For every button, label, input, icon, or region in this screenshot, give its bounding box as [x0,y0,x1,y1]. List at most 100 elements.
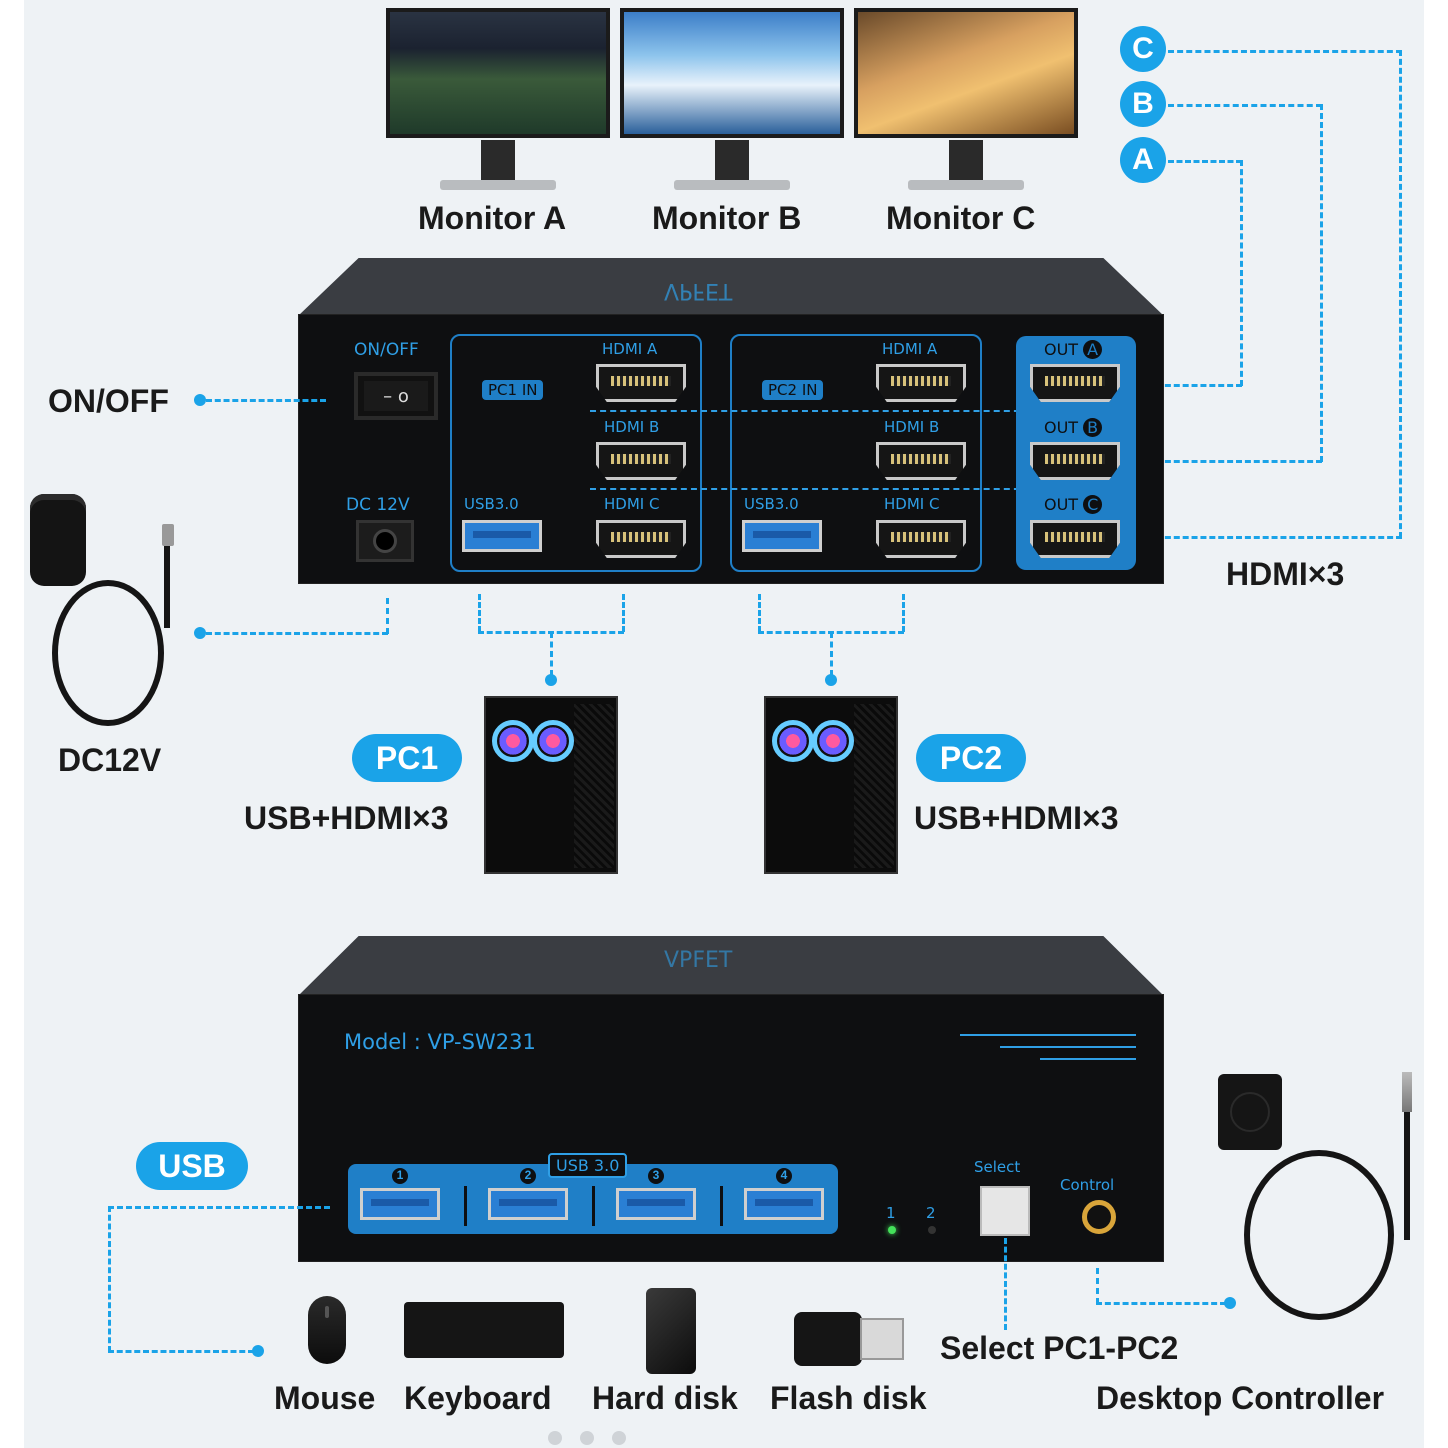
output-c-marker: C [1120,26,1166,72]
out-b-port[interactable] [1030,442,1120,480]
pc1-usb-port[interactable] [462,520,542,552]
route-c-side [1399,50,1402,538]
out-a-label: OUT A [1044,340,1103,359]
control-callout-riser [1096,1268,1099,1304]
front-onoff-label: ON/OFF [354,340,419,360]
usb-divider-3 [720,1186,723,1226]
select-callout-line [1004,1238,1007,1330]
pc1-hdmi-c-port[interactable] [596,520,686,558]
out-c-label: OUT C [1044,495,1103,514]
control-label: Control [1060,1176,1115,1194]
pc1-fan-mid [532,720,574,762]
pc2-hdmi-b-label: HDMI B [884,418,940,436]
hdmi-x3-callout: HDMI×3 [1226,556,1345,592]
select-button[interactable] [980,1186,1030,1236]
control-callout-line [1096,1302,1226,1305]
usb-port-2-number: 2 [520,1168,536,1184]
pc1-hdmi-b-port[interactable] [596,442,686,480]
pc1-bracket-right [622,594,625,632]
pc1-hdmi-a-port[interactable] [596,364,686,402]
select-label: Select [974,1158,1021,1176]
product-diagram: Monitor A Monitor B Monitor C C B A VPFE… [24,0,1424,1448]
dc-callout-riser [386,598,389,634]
monitor-b-label: Monitor B [652,200,802,236]
pc2-bracket-right [902,594,905,632]
kvm-back-top-surface [298,936,1164,996]
pc2-hdmi-b-port[interactable] [876,442,966,480]
control-jack[interactable] [1082,1200,1116,1234]
control-callout-dot [1224,1297,1236,1309]
carousel-dot-1[interactable] [548,1431,562,1445]
dc-callout-line [206,632,388,635]
pc1-input-panel [450,334,702,572]
out-b-label: OUT B [1044,418,1103,437]
pc1-bracket-stem [550,632,553,676]
out-c-text: OUT [1044,495,1079,514]
controller-cable-loop [1244,1150,1394,1320]
usb-port-3[interactable] [616,1188,696,1220]
keyboard-icon [404,1302,564,1358]
carousel-dot-2[interactable] [580,1431,594,1445]
controller-plug [1402,1072,1412,1112]
monitor-b [620,8,844,138]
carousel-dot-3[interactable] [612,1431,626,1445]
usb-divider-1 [464,1186,467,1226]
usb-port-2[interactable] [488,1188,568,1220]
route-a-top [1168,160,1242,163]
route-b-side [1320,104,1323,462]
pc1-badge: PC1 [352,734,462,782]
led-2-label: 2 [926,1204,936,1222]
usb-callout-bottom [108,1350,254,1353]
out-c-port[interactable] [1030,520,1120,558]
monitor-a-label: Monitor A [418,200,567,236]
mouse-wheel [325,1306,329,1318]
usb-callout-dot [252,1345,264,1357]
dc-jack[interactable] [356,520,414,562]
route-inner-b [590,488,1030,490]
dc-callout-dot [194,627,206,639]
monitor-c-base [908,180,1024,190]
mouse-icon [308,1296,346,1364]
peripheral-flash-disk-label: Flash disk [770,1380,927,1416]
pc1-tower [484,696,618,874]
kvm-top-surface [298,258,1164,316]
dc-jack-hole [373,529,397,553]
dc12v-callout: DC12V [58,742,162,778]
pc2-hdmi-a-port[interactable] [876,364,966,402]
output-a-marker: A [1120,137,1166,183]
out-a-text: OUT [1044,340,1079,359]
out-a-port[interactable] [1030,364,1120,402]
out-c-letter: C [1083,495,1103,514]
pc1-description: USB+HDMI×3 [244,800,449,836]
usb-port-4[interactable] [744,1188,824,1220]
pc2-hdmi-c-port[interactable] [876,520,966,558]
peripheral-hard-disk-label: Hard disk [592,1380,738,1416]
route-b-bottom [1156,460,1322,463]
usb-badge: USB [136,1142,248,1190]
pc1-bracket-dot [545,674,557,686]
controller-button [1230,1092,1270,1132]
pc2-fan-top [772,720,814,762]
power-switch[interactable]: – o [354,372,438,420]
pc1-bracket-left [478,594,481,632]
kvm-top-logo: VPFET [664,278,733,303]
pc1-fan-top [492,720,534,762]
pc1-mesh [574,704,614,868]
hard-disk-icon [646,1288,696,1374]
monitor-b-base [674,180,790,190]
usb-divider-2 [592,1186,595,1226]
out-b-letter: B [1083,418,1103,437]
onoff-callout: ON/OFF [48,383,169,419]
monitor-c-stand [949,140,983,182]
pc2-usb-port[interactable] [742,520,822,552]
out-b-text: OUT [1044,418,1079,437]
monitor-a-base [440,180,556,190]
onoff-callout-line [206,399,326,402]
route-c-top [1168,50,1402,53]
power-switch-rocker: – o [364,381,428,411]
usb-port-1[interactable] [360,1188,440,1220]
power-cable-lead [164,538,170,628]
route-b-top [1168,104,1322,107]
route-a-bottom [1156,384,1242,387]
pc2-in-badge: PC2 IN [762,380,824,400]
